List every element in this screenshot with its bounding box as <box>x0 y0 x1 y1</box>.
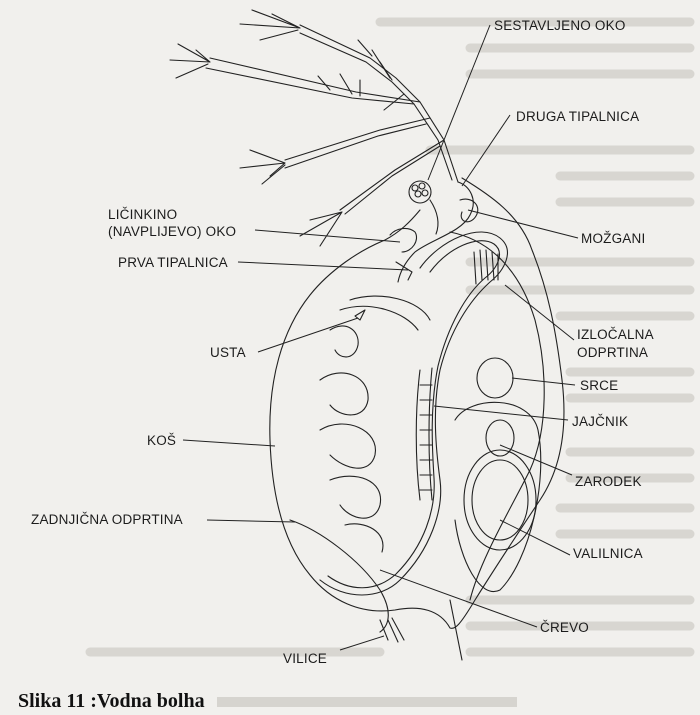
head <box>398 182 473 282</box>
first-antenna <box>396 262 412 280</box>
furca-claws <box>380 618 404 642</box>
label-usta: USTA <box>210 344 246 361</box>
second-antenna <box>170 10 458 246</box>
postabdomen <box>290 520 388 632</box>
compound-eye <box>409 181 438 234</box>
label-mozgani: MOŽGANI <box>581 230 645 247</box>
label-sestavljeno-oko: SESTAVLJENO OKO <box>494 17 626 34</box>
label-kos: KOŠ <box>147 432 176 449</box>
label-srce: SRCE <box>580 377 618 394</box>
label-vilice: VILICE <box>283 650 327 667</box>
label-zadnjicna-odprtina: ZADNJIČNA ODPRTINA <box>31 511 183 528</box>
tail-spine <box>450 600 462 660</box>
label-valilnica: VALILNICA <box>573 545 643 562</box>
label-jajcnik: JAJČNIK <box>572 413 628 430</box>
caption-bleed <box>217 697 517 707</box>
label-druga-tipalnica: DRUGA TIPALNICA <box>516 108 639 125</box>
label-prva-tipalnica: PRVA TIPALNICA <box>118 254 228 271</box>
label-licinkino-oko-2: (NAVPLIJEVO) OKO <box>108 223 236 240</box>
label-licinkino-oko-1: LIČINKINO <box>108 206 177 223</box>
label-zarodek: ZARODEK <box>575 473 642 490</box>
thoracic-legs <box>320 296 430 552</box>
caption-text: Slika 11 :Vodna bolha <box>18 690 205 712</box>
label-izlocalna-odprtina-1: IZLOČALNA <box>577 326 654 343</box>
embryo <box>486 420 514 456</box>
label-izlocalna-odprtina-2: ODPRTINA <box>577 344 648 361</box>
figure-caption: Slika 11 :Vodna bolha <box>18 690 517 713</box>
ovary <box>416 368 432 500</box>
label-crevo: ČREVO <box>540 619 589 636</box>
heart <box>477 358 513 398</box>
